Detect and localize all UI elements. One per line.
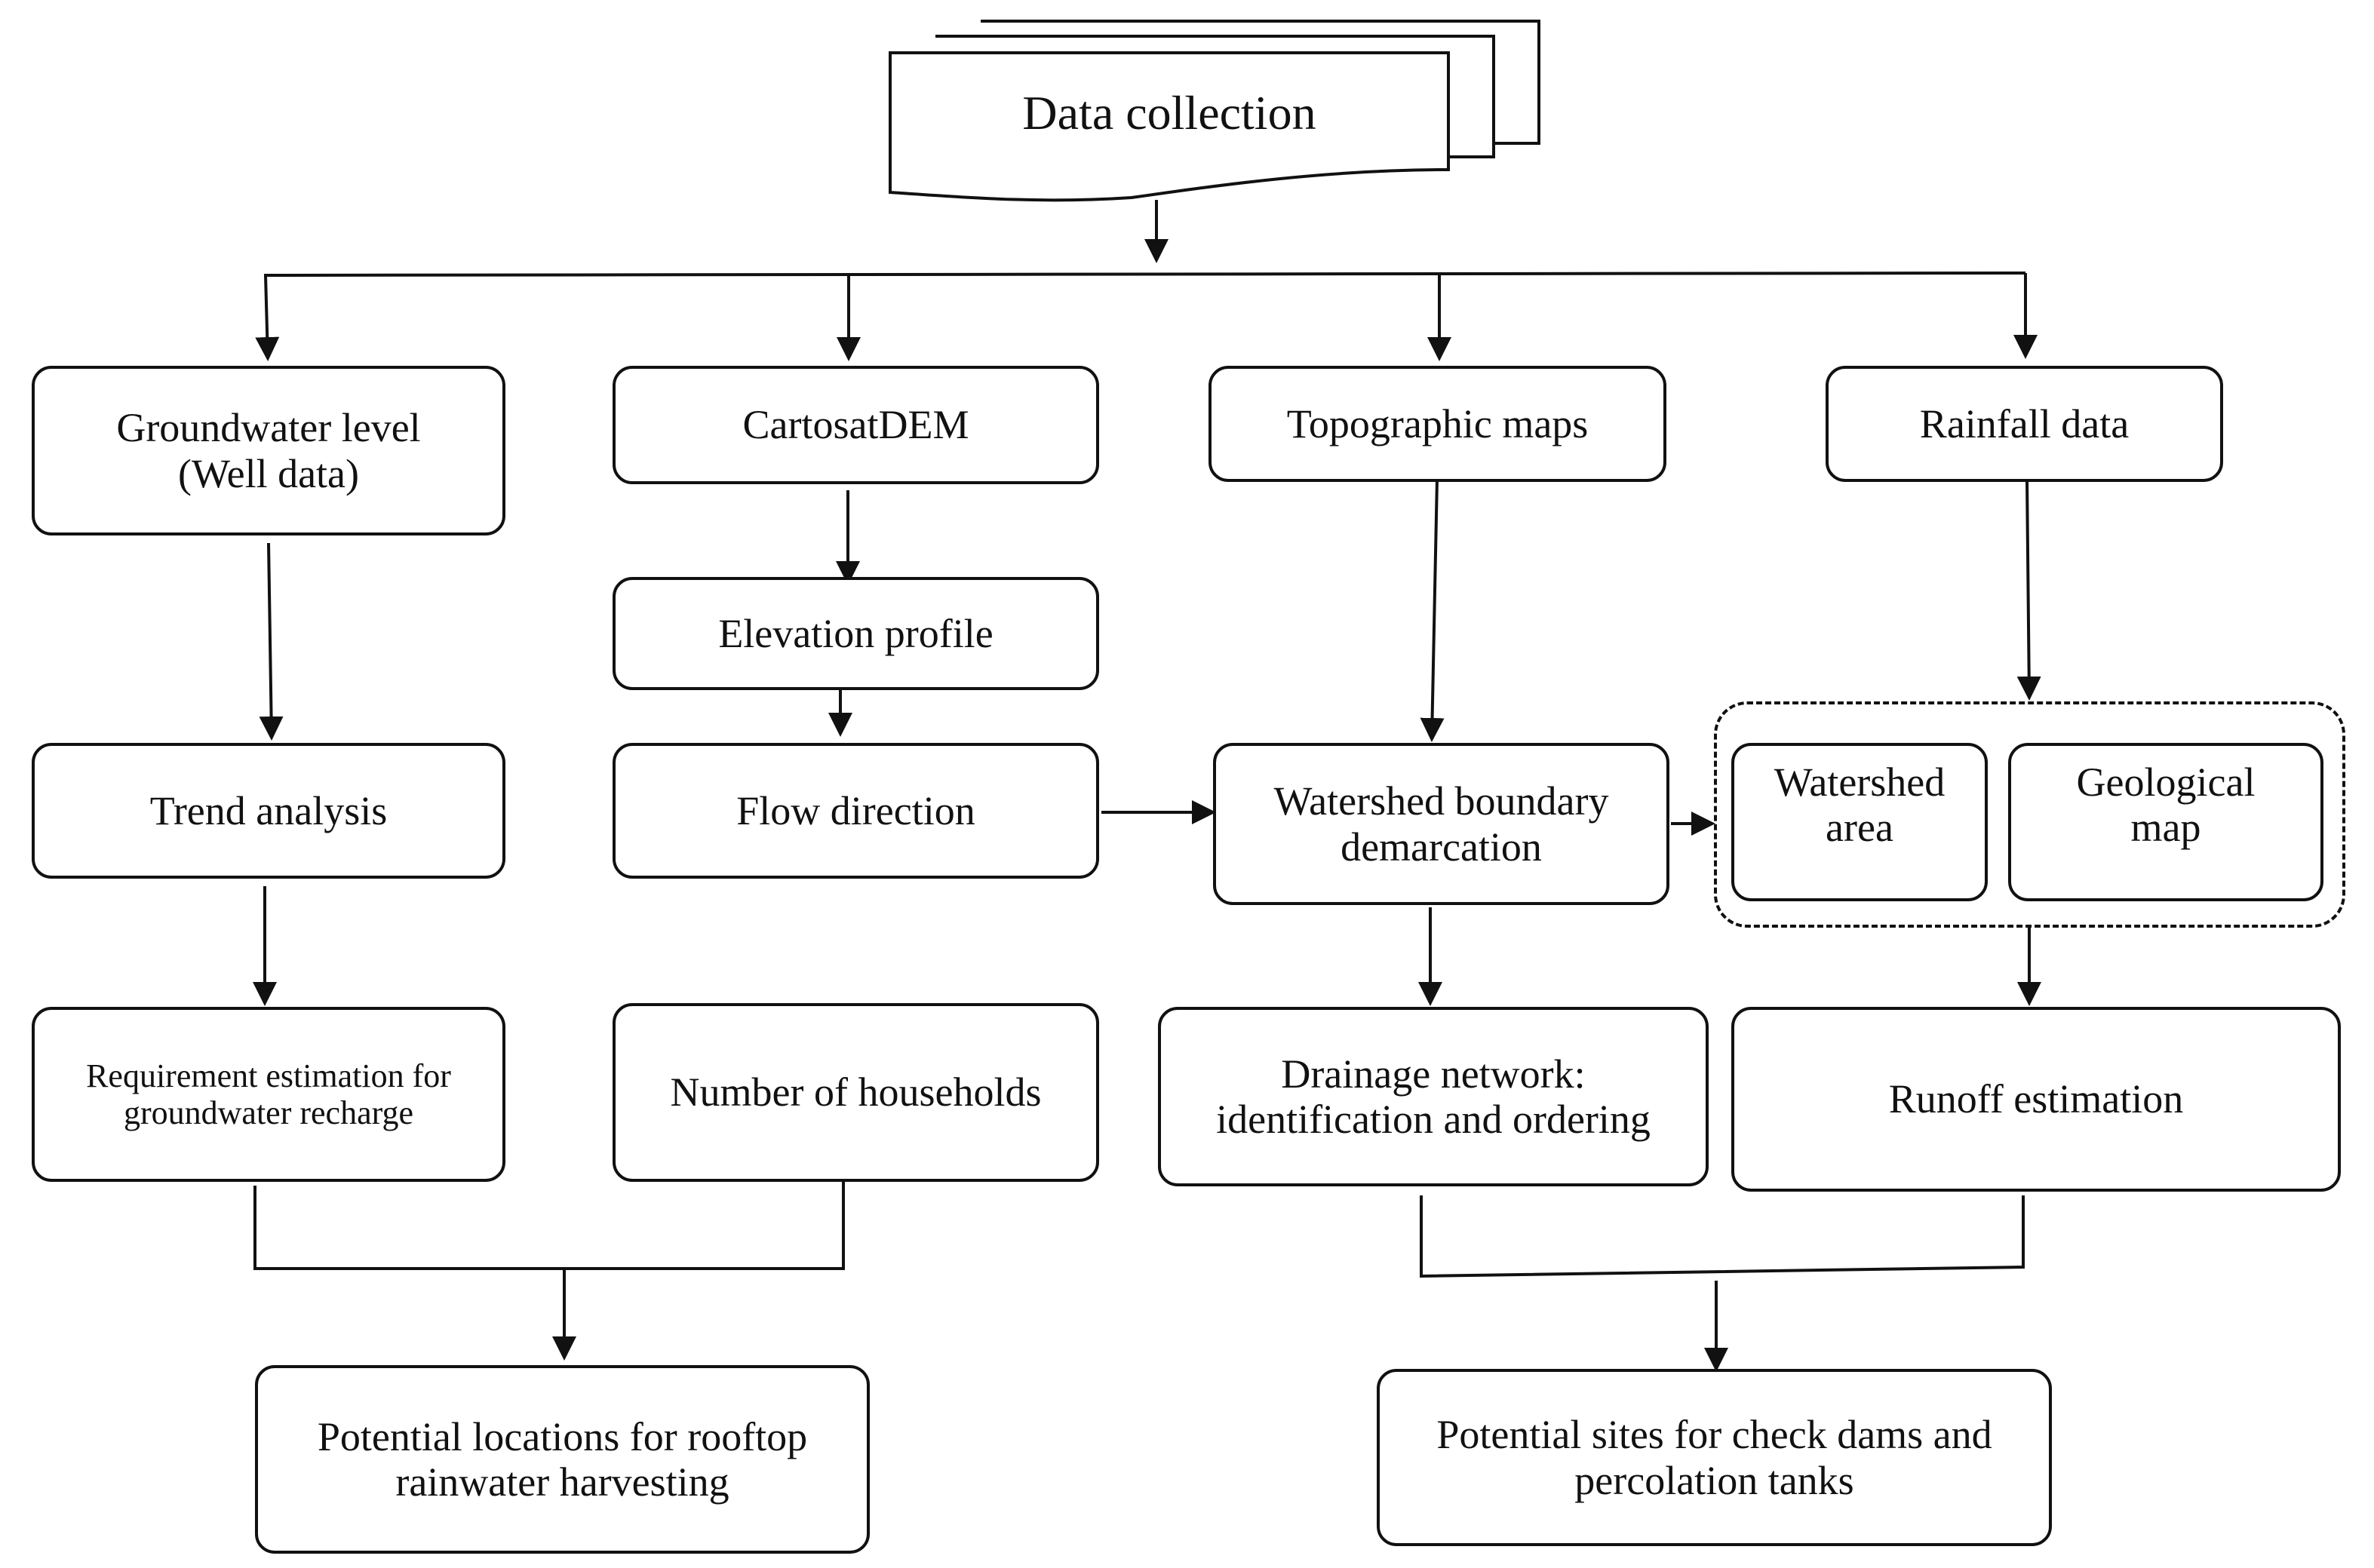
requirement-line1: Requirement estimation for [86, 1057, 451, 1094]
watershed-area-box: Watershed area [1731, 743, 1988, 901]
watershed-boundary-box: Watershed boundary demarcation [1213, 743, 1669, 905]
arrow-to-groundwater [255, 275, 280, 361]
drainage-line2: identification and ordering [1216, 1097, 1651, 1142]
number-of-households-box: Number of households [613, 1003, 1099, 1182]
requirement-line2: groundwater recharge [124, 1094, 413, 1131]
top-bus-line [263, 272, 2026, 277]
flow-label: Flow direction [736, 787, 975, 833]
groundwater-level-box: Groundwater level (Well data) [32, 366, 505, 535]
geological-line1: Geological [2076, 759, 2256, 805]
watershed-area-line2: area [1826, 805, 1893, 851]
arrow-rainfall-group [2016, 478, 2041, 701]
geological-line2: map [2130, 805, 2201, 851]
elevation-profile-box: Elevation profile [613, 577, 1099, 690]
geological-map-box: Geological map [2008, 743, 2323, 901]
checkdams-line2: percolation tanks [1574, 1457, 1854, 1503]
trend-analysis-box: Trend analysis [32, 743, 505, 879]
trend-label: Trend analysis [149, 787, 388, 833]
runoff-estimation-box: Runoff estimation [1731, 1007, 2341, 1192]
arrow-groundwater-trend [259, 542, 284, 741]
check-dams-box: Potential sites for check dams and perco… [1377, 1369, 2052, 1546]
checkdams-line1: Potential sites for check dams and [1436, 1412, 1992, 1458]
rooftop-line2: rainwater harvesting [395, 1459, 729, 1505]
watershed-boundary-line1: Watershed boundary [1273, 778, 1609, 824]
arrow-topo-watershed [1420, 478, 1445, 742]
requirement-estimation-box: Requirement estimation for groundwater r… [32, 1007, 505, 1182]
right-merge-bracket [1420, 1195, 2025, 1278]
drainage-line1: Drainage network: [1281, 1051, 1586, 1097]
flow-direction-box: Flow direction [613, 743, 1099, 879]
groundwater-line1: Groundwater level [116, 405, 421, 451]
households-label: Number of households [670, 1069, 1042, 1115]
rooftop-harvesting-box: Potential locations for rooftop rainwate… [255, 1365, 870, 1554]
topographic-maps-box: Topographic maps [1208, 366, 1666, 482]
elevation-label: Elevation profile [718, 610, 994, 656]
left-merge-bracket [253, 1180, 845, 1270]
topographic-label: Topographic maps [1286, 400, 1589, 446]
cartosat-dem-box: CartosatDEM [613, 366, 1099, 484]
runoff-label: Runoff estimation [1888, 1076, 2184, 1122]
cartosat-label: CartosatDEM [742, 402, 969, 448]
groundwater-line2: (Well data) [177, 450, 360, 496]
watershed-area-line1: Watershed [1774, 759, 1946, 805]
rainfall-label: Rainfall data [1919, 400, 2130, 446]
document-stack-icon [889, 20, 1540, 202]
rooftop-line1: Potential locations for rooftop [317, 1413, 808, 1459]
dashed-group-frame [1714, 701, 2345, 928]
rainfall-data-box: Rainfall data [1826, 366, 2223, 482]
watershed-boundary-line2: demarcation [1341, 824, 1542, 870]
data-collection-title: Data collection [1022, 86, 1316, 140]
drainage-network-box: Drainage network: identification and ord… [1158, 1007, 1709, 1186]
